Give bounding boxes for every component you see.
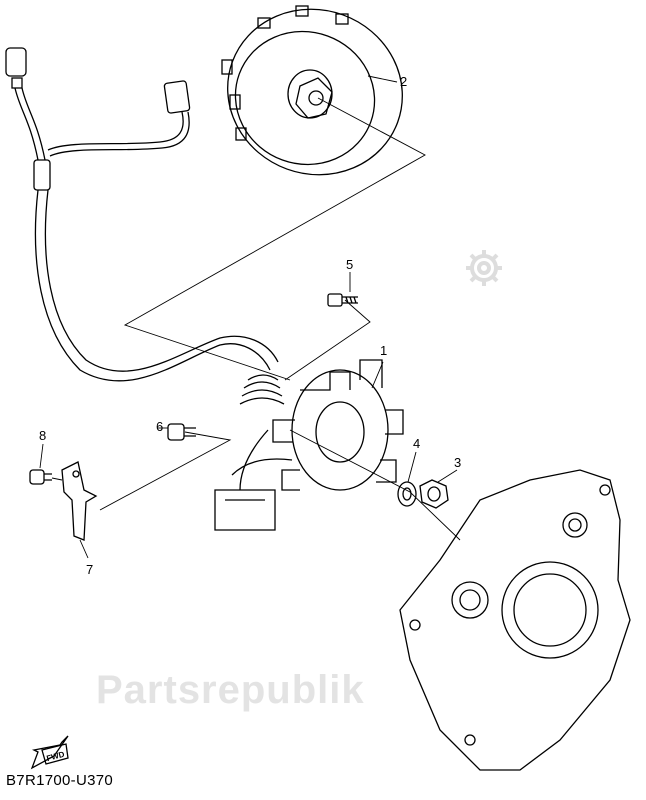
assembly-lines: [51, 97, 461, 541]
callout-6: 6: [156, 419, 164, 434]
callout-4: 4: [413, 436, 421, 451]
bolt-8: [29, 469, 52, 485]
fwd-arrow-icon: [30, 735, 69, 770]
wire-harness: [5, 47, 285, 405]
watermark: Partsrepublik: [96, 668, 365, 712]
crankcase-cover: [399, 469, 631, 771]
stator-coil: [214, 359, 404, 531]
bolt-5: [327, 293, 358, 307]
callout-5: 5: [346, 257, 354, 272]
clamp-plate: [61, 461, 98, 541]
gear-watermark-icon: [466, 250, 502, 286]
callout-7: 7: [86, 562, 94, 577]
flywheel-rotor: [221, 5, 403, 176]
callout-8: 8: [39, 428, 47, 443]
diagram-code: B7R1700-U370: [6, 772, 114, 789]
bolt-6: [167, 423, 196, 441]
callout-1: 1: [380, 343, 388, 358]
callout-2: 2: [400, 74, 408, 89]
washer: [397, 481, 417, 507]
leader-lines: [39, 75, 458, 559]
nut: [419, 479, 449, 509]
callout-3: 3: [454, 455, 462, 470]
